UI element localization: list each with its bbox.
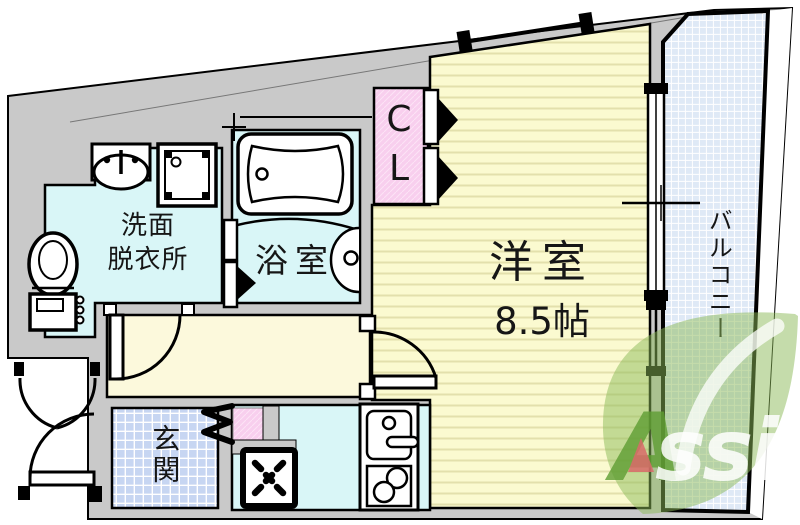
- bathroom-door-icon: [222, 218, 256, 309]
- sliding-window-icon: [456, 12, 595, 52]
- closet-label: C L: [372, 96, 426, 193]
- double-door-icon: [14, 362, 100, 430]
- room-door-icon: [358, 314, 438, 401]
- assist-watermark: A ssist: [595, 300, 800, 525]
- closet-label-l: L: [388, 147, 410, 189]
- range-burners-icon: [365, 464, 413, 508]
- bath-partition-arc: [232, 217, 359, 232]
- logo-letter-a-triangle: [628, 438, 654, 472]
- entrance-door-icon: [18, 412, 102, 502]
- washing-machine-icon: [156, 142, 218, 208]
- folding-door-icon: [422, 88, 458, 206]
- closet-floor: [372, 86, 430, 206]
- toilet-icon: [27, 231, 85, 332]
- bathroom-label: 浴室: [255, 241, 335, 280]
- dimension-tick: [222, 113, 246, 141]
- gas-stove-icon: [240, 447, 298, 509]
- logo-swoosh: [675, 318, 785, 476]
- washroom-label-line2: 脱衣所: [107, 244, 189, 275]
- entrance-label: 玄関: [148, 424, 182, 486]
- accordion-door-icon: [201, 403, 235, 445]
- hallway-floor: [105, 313, 372, 399]
- closet-label-c: C: [386, 99, 412, 140]
- bathtub-icon: [236, 132, 354, 216]
- washroom-label: 洗面 脱衣所: [88, 210, 208, 278]
- washbasin-icon: [90, 142, 152, 191]
- entrance-floor: [110, 406, 220, 510]
- washroom-door-icon: [103, 303, 195, 381]
- assist-logo-graphic: A ssist: [602, 312, 800, 514]
- western-room-label: 洋室: [489, 237, 595, 288]
- western-room-size: 8.5帖: [494, 300, 590, 343]
- bath-sink-icon: [329, 226, 360, 294]
- logo-text-ssist: ssist: [655, 401, 800, 501]
- washroom-label-line1: 洗面: [120, 211, 175, 241]
